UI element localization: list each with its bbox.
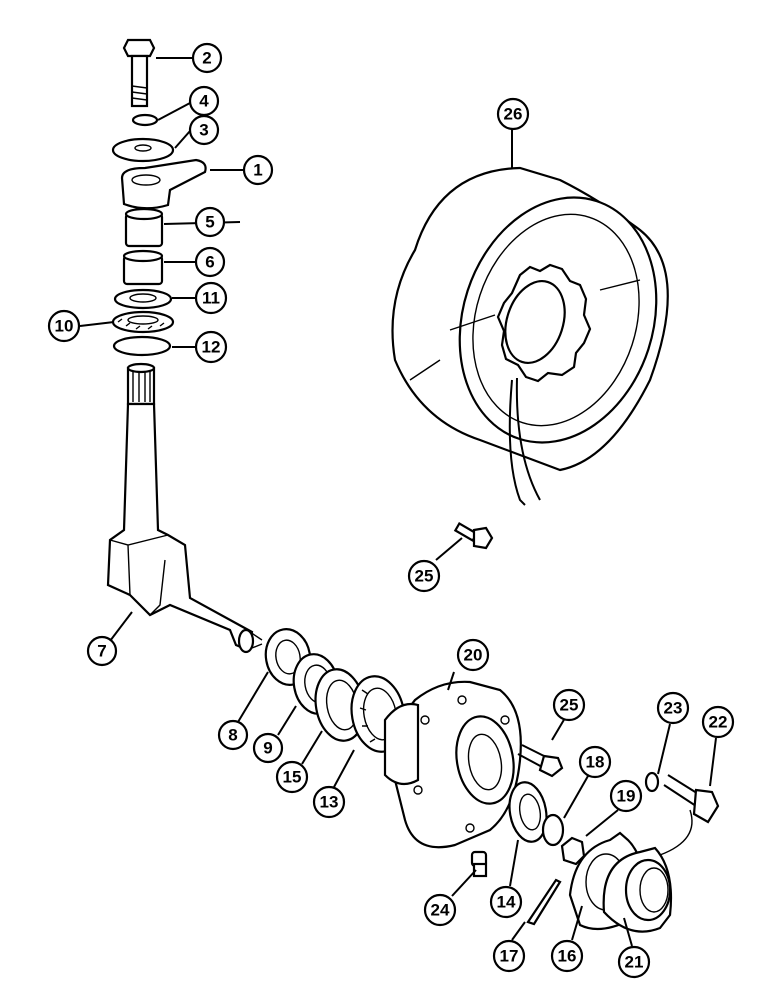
hub-bolt-part [517, 744, 564, 778]
callout-20: 20 [456, 638, 490, 672]
cap-bolt-part [659, 774, 720, 856]
callout-number: 22 [709, 713, 728, 732]
callout-12: 12 [194, 330, 228, 364]
callout-number: 5 [205, 213, 214, 232]
callout-8: 8 [217, 719, 249, 751]
callout-2: 2 [191, 42, 223, 74]
callout-3: 3 [188, 114, 220, 146]
thrust-washer-part [113, 288, 173, 310]
callout-16: 16 [550, 939, 584, 973]
callout-4: 4 [188, 85, 220, 117]
callout-number: 25 [415, 567, 434, 586]
callout-5: 5 [194, 206, 226, 238]
callout-number: 7 [97, 642, 106, 661]
callout-number: 11 [202, 289, 220, 308]
callout-number: 10 [55, 317, 74, 336]
callout-11: 11 [194, 281, 228, 315]
callout-6: 6 [194, 246, 226, 278]
callout-number: 23 [664, 699, 683, 718]
callout-21: 21 [617, 945, 651, 979]
callout-14: 14 [489, 885, 523, 919]
bushing-upper-part [124, 207, 164, 248]
callout-number: 3 [199, 121, 208, 140]
hub-cap-part [602, 846, 673, 933]
parts-drawing [106, 38, 720, 933]
callout-15: 15 [275, 760, 309, 794]
callout-number: 24 [431, 901, 450, 920]
grease-fitting-part [470, 850, 488, 878]
callout-number: 21 [625, 953, 644, 972]
leader-lines [79, 57, 717, 947]
cap-lock-washer-part [644, 771, 660, 793]
callout-17: 17 [492, 939, 526, 973]
callout-number: 16 [558, 947, 577, 966]
callout-number: 1 [253, 161, 262, 180]
callouts: 1 2 3 4 5 6 7 8 9 10 11 12 13 14 15 16 1… [47, 42, 735, 979]
callout-10: 10 [47, 309, 81, 343]
callout-7: 7 [86, 635, 118, 667]
bushing-lower-part [122, 249, 164, 286]
washer-part [541, 813, 565, 847]
callout-9: 9 [252, 732, 284, 764]
cotter-pin-part [526, 878, 562, 926]
wheel-bolt-part [453, 522, 494, 550]
callout-26: 26 [496, 97, 530, 131]
bolt-part [122, 38, 156, 108]
callout-number: 25 [560, 696, 579, 715]
callout-19: 19 [609, 779, 643, 813]
callout-23: 23 [656, 691, 690, 725]
callout-1: 1 [242, 154, 274, 186]
callout-number: 2 [202, 49, 211, 68]
wheel-hub-part [383, 680, 522, 849]
callout-25-hub: 25 [552, 688, 586, 722]
callout-number: 6 [205, 253, 214, 272]
thrust-bearing-part [111, 310, 175, 334]
callout-number: 17 [500, 947, 519, 966]
seal-ring-part [112, 335, 172, 357]
callout-number: 26 [504, 105, 523, 124]
wheel-rim-part [391, 166, 669, 506]
outer-bearing-part [508, 781, 548, 843]
callout-22: 22 [701, 705, 735, 739]
callout-number: 13 [320, 793, 339, 812]
lock-washer-part [131, 113, 159, 127]
cap-washer-part [111, 137, 175, 163]
callout-number: 20 [464, 646, 483, 665]
callout-number: 9 [263, 739, 272, 758]
steering-arm-part [120, 158, 207, 210]
callout-number: 14 [497, 893, 516, 912]
callout-number: 12 [202, 338, 221, 357]
callout-number: 4 [199, 92, 209, 111]
callout-number: 8 [228, 726, 237, 745]
callout-18: 18 [578, 745, 612, 779]
callout-24: 24 [423, 893, 457, 927]
spindle-part [106, 362, 263, 654]
callout-number: 15 [283, 768, 302, 787]
callout-number: 18 [586, 753, 605, 772]
callout-number: 19 [617, 787, 636, 806]
callout-13: 13 [312, 785, 346, 819]
callout-25-wheel: 25 [407, 559, 441, 593]
